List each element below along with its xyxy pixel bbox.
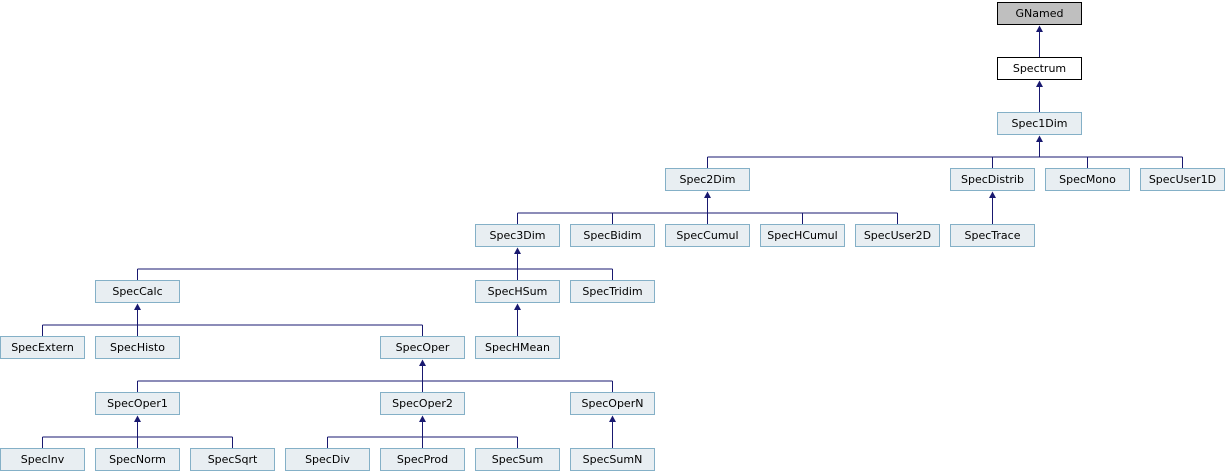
class-node-spectrum: Spectrum (997, 57, 1082, 80)
class-node-spec-oper-n[interactable]: SpecOperN (570, 392, 655, 415)
edge-group-spec-distrib (989, 191, 996, 224)
class-node-spec2-dim[interactable]: Spec2Dim (665, 168, 750, 191)
class-node-spec-div[interactable]: SpecDiv (285, 448, 370, 471)
edge-arrow-spectrum (1036, 80, 1043, 87)
class-node-spec-distrib[interactable]: SpecDistrib (950, 168, 1035, 191)
edge-arrow-spec2-dim (704, 191, 711, 198)
class-node-spec-bidim[interactable]: SpecBidim (570, 224, 655, 247)
edge-arrow-spec3-dim (514, 247, 521, 254)
class-node-spec-h-sum[interactable]: SpecHSum (475, 280, 560, 303)
class-node-spec3-dim[interactable]: Spec3Dim (475, 224, 560, 247)
class-node-spec-user1-d[interactable]: SpecUser1D (1140, 168, 1225, 191)
edge-group-spec-oper-n (609, 415, 616, 448)
edge-arrow-spec-oper2 (419, 415, 426, 422)
edge-group-spec-oper2 (327, 415, 518, 448)
edge-group-spec2-dim (517, 191, 898, 224)
class-node-spec-tridim[interactable]: SpecTridim (570, 280, 655, 303)
edge-group-spec-oper1 (42, 415, 233, 448)
edge-group-spectrum (1036, 80, 1043, 112)
edge-group-spec3-dim (137, 247, 613, 280)
edge-group-spec-h-sum (514, 303, 521, 336)
class-node-spec-calc[interactable]: SpecCalc (95, 280, 180, 303)
class-node-spec1-dim[interactable]: Spec1Dim (997, 112, 1082, 135)
class-node-spec-oper2[interactable]: SpecOper2 (380, 392, 465, 415)
edge-group-spec-calc (42, 303, 423, 336)
edge-arrow-spec1-dim (1036, 135, 1043, 142)
edge-arrow-spec-distrib (989, 191, 996, 198)
class-node-spec-histo[interactable]: SpecHisto (95, 336, 180, 359)
class-node-spec-trace[interactable]: SpecTrace (950, 224, 1035, 247)
edge-group-spec1-dim (707, 135, 1183, 168)
edge-group-spec-oper (137, 359, 613, 392)
class-node-spec-h-cumul[interactable]: SpecHCumul (760, 224, 845, 247)
edge-group-g-named (1036, 25, 1043, 57)
class-node-spec-sqrt[interactable]: SpecSqrt (190, 448, 275, 471)
edge-arrow-spec-h-sum (514, 303, 521, 310)
class-node-spec-cumul[interactable]: SpecCumul (665, 224, 750, 247)
class-node-spec-inv[interactable]: SpecInv (0, 448, 85, 471)
class-node-spec-extern[interactable]: SpecExtern (0, 336, 85, 359)
class-node-spec-oper1[interactable]: SpecOper1 (95, 392, 180, 415)
class-node-spec-sum-n[interactable]: SpecSumN (570, 448, 655, 471)
class-node-spec-prod[interactable]: SpecProd (380, 448, 465, 471)
edge-arrow-spec-oper-n (609, 415, 616, 422)
class-node-g-named[interactable]: GNamed (997, 2, 1082, 25)
class-node-spec-sum[interactable]: SpecSum (475, 448, 560, 471)
class-node-spec-oper[interactable]: SpecOper (380, 336, 465, 359)
class-node-spec-user2-d[interactable]: SpecUser2D (855, 224, 940, 247)
class-node-spec-mono[interactable]: SpecMono (1045, 168, 1130, 191)
class-node-spec-norm[interactable]: SpecNorm (95, 448, 180, 471)
class-node-spec-h-mean[interactable]: SpecHMean (475, 336, 560, 359)
edge-arrow-spec-oper1 (134, 415, 141, 422)
edge-arrow-spec-oper (419, 359, 426, 366)
edge-arrow-g-named (1036, 25, 1043, 32)
edge-arrow-spec-calc (134, 303, 141, 310)
